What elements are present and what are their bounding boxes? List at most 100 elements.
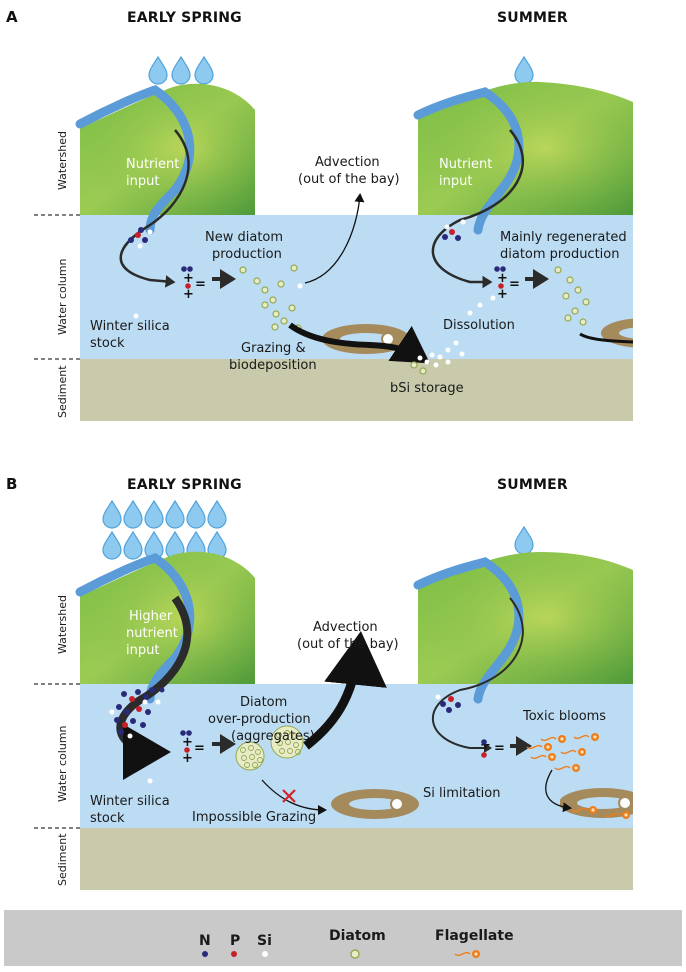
nutrient-dots [109,687,165,739]
advection-arrow [304,193,365,284]
grazing-arrow [261,779,327,815]
panel-a-watershed-right [413,81,633,235]
dissolution-label: Dissolution [443,318,515,333]
panel-b-rain-early-spring [102,500,227,560]
winter-silica-label: Winter silica [90,319,170,334]
svg-text:+: + [497,271,508,286]
legend-background [4,910,682,966]
nutrient-dots [435,694,461,713]
phosphorus-dot [231,951,237,957]
panel-b-season-early-spring: EARLY SPRING [127,477,242,493]
svg-text:+: + [182,751,193,766]
svg-text:=: = [195,277,206,292]
svg-text:+: + [183,271,194,286]
raindrop-icon [148,56,168,85]
nutrient-flow-arrow [116,595,192,780]
nutrient-equation: + = [480,736,532,758]
silica-dot [262,951,268,957]
silica-dots [133,219,496,368]
panel-a-season-early-spring: EARLY SPRING [127,10,242,26]
nutrient-input-label: input [126,174,159,189]
panel-b-watershed-right [413,552,633,704]
raindrop-icon [514,56,534,85]
raindrop-icon [514,526,534,555]
panel-b-season-summer: SUMMER [497,477,568,493]
panel-b-watershed-left [75,551,255,704]
raindrop-icon [123,531,143,560]
cross-icon [282,789,296,803]
nutrient-equation: + + = [494,266,549,302]
river [75,553,195,704]
svg-text:+: + [497,287,508,302]
svg-text:+: + [183,287,194,302]
new-diatom-production-label: production [212,247,282,262]
svg-text:+: + [182,735,193,750]
raindrop-icon [102,500,122,529]
row-label-watershed: Watershed [56,131,69,190]
panel-b-letter: B [6,475,17,493]
mainly-regenerated-label: diatom production [500,247,619,262]
nutrient-input-label: Nutrient [439,157,492,172]
raindrop-icon [207,500,227,529]
bivalve-icon [600,317,633,349]
legend-n-label: N [199,933,211,949]
nutrient-equation: + + = [181,266,236,302]
toxic-blooms-label: Toxic blooms [522,709,606,724]
svg-text:=: = [194,741,205,756]
raindrop-icon [123,500,143,529]
bivalve-icon [330,788,420,820]
overproduction-label: over-production [208,712,311,727]
flagellate-sink-arrow [545,769,572,813]
row-label-sediment: Sediment [56,833,69,886]
diatom-cluster [239,264,302,332]
row-label-water-column: Water column [56,258,69,335]
nutrient-flow-arrow [119,129,190,288]
advection-label: Advection [315,155,380,170]
raindrop-icon [186,500,206,529]
nutrient-input-label: Nutrient [126,157,179,172]
si-limitation-label: Si limitation [423,786,500,801]
overproduction-label: (aggregates) [231,729,315,744]
nutrient-equation: + + = [180,730,236,766]
row-label-sediment: Sediment [56,365,69,418]
raindrop-icon [165,500,185,529]
mainly-regenerated-label: Mainly regenerated [500,230,627,245]
nutrient-flow-arrow [431,129,525,289]
higher-nutrient-input-label: input [126,643,159,658]
legend-p-label: P [230,933,240,949]
river [413,87,524,235]
advection-label: (out of the bay) [298,172,400,187]
panel-b-row-labels: Watershed Water column Sediment [34,595,80,886]
legend-diatom-label: Diatom [329,928,386,944]
row-label-water-column: Water column [56,725,69,802]
panel-b-sediment [80,828,633,890]
grazing-label: biodeposition [229,358,317,373]
svg-text:+: + [480,738,491,753]
winter-silica-label: stock [90,336,125,351]
nutrient-flow-arrow [432,597,524,753]
row-label-watershed: Watershed [56,595,69,654]
diatom-aggregate-texture [240,730,301,768]
winter-silica-label: stock [90,811,125,826]
bsi-storage-label: bSi storage [390,381,464,396]
new-diatom-production-label: New diatom [205,230,283,245]
nitrogen-dot [202,951,208,957]
silica-dot [147,778,153,784]
raindrop-icon [171,56,191,85]
panel-b: B EARLY SPRING SUMMER [6,475,633,890]
advection-label: (out of the bay) [297,637,399,652]
panel-a-rain-early-spring [148,56,214,85]
advection-arrow [303,631,387,750]
diatom-cluster [554,266,590,326]
raindrop-icon [194,56,214,85]
winter-silica-label: Winter silica [90,794,170,809]
legend-si-label: Si [257,933,272,949]
panel-a-row-labels: Watershed Water column Sediment [34,131,80,418]
nutrient-dots [128,224,461,249]
diatom-icon [350,949,360,959]
svg-text:=: = [509,277,520,292]
raindrop-icon [102,531,122,560]
bivalve-icon [560,787,633,819]
higher-nutrient-input-label: Higher [129,609,173,624]
